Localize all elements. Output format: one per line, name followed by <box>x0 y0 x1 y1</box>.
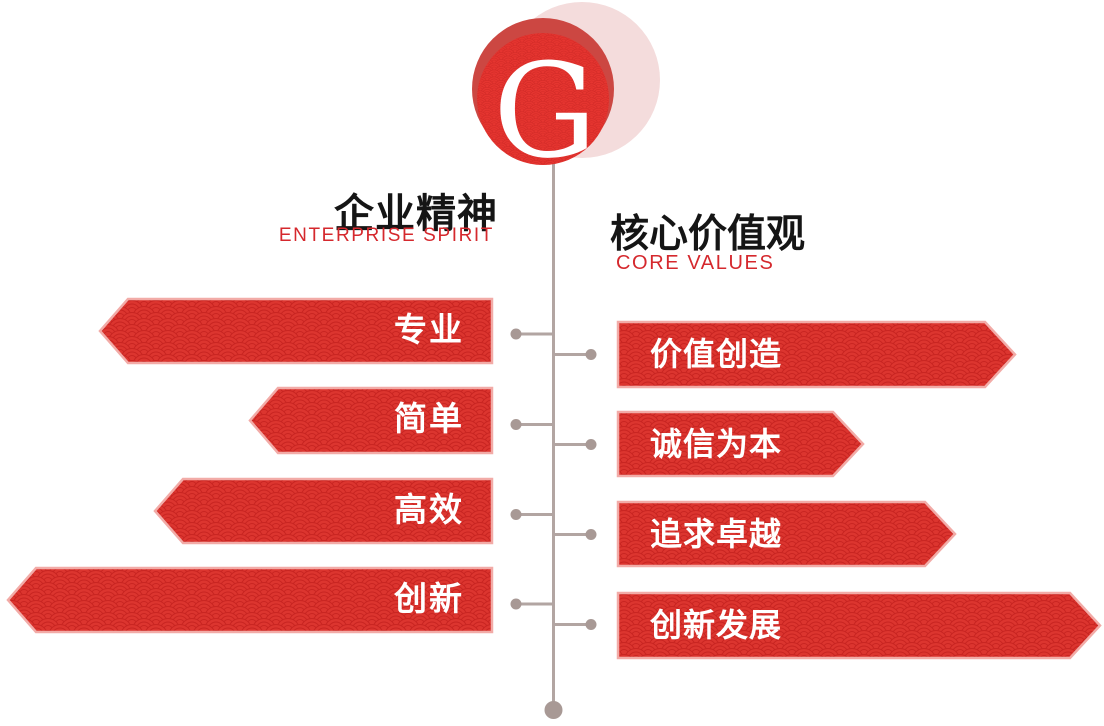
logo-main-circle <box>477 33 609 165</box>
spirit-item-label-2: 简单 <box>394 402 464 438</box>
spirit-item-label-3: 高效 <box>394 493 464 529</box>
right-connectors <box>552 353 591 626</box>
value-item-label-2: 诚信为本 <box>650 426 783 462</box>
values-banners <box>616 320 1102 660</box>
banner-value-1 <box>616 320 1017 389</box>
right-section-subtitle: CORE VALUES <box>616 252 775 274</box>
spirit-banners <box>6 297 494 634</box>
connector-dot-left-3 <box>510 509 522 520</box>
connector-dot-left-4 <box>510 598 522 610</box>
connector-dot-right-3 <box>585 529 597 540</box>
right-connector-dots <box>585 349 597 630</box>
banner-value-4 <box>616 591 1102 660</box>
left-section-subtitle: ENTERPRISE SPIRIT <box>278 225 494 246</box>
connector-dot-left-2 <box>510 419 522 430</box>
spirit-item-label-4: 创新 <box>394 582 464 618</box>
left-section-title: 企业精神 <box>334 191 498 236</box>
left-connector-dots <box>510 328 522 610</box>
banner-value-3 <box>616 500 957 568</box>
connector-dot-right-4 <box>585 619 597 630</box>
banner-spirit-1 <box>98 297 494 365</box>
banner-spirit-2 <box>248 386 494 455</box>
timeline-end-dot <box>544 701 563 719</box>
connector-dot-left-1 <box>510 328 522 340</box>
connector-dot-right-2 <box>585 439 597 450</box>
banner-spirit-3 <box>153 477 494 545</box>
banner-spirit-4 <box>6 566 494 634</box>
left-connectors <box>516 332 555 606</box>
right-section-title: 核心价值观 <box>610 213 806 256</box>
banner-value-2 <box>616 410 865 478</box>
spirit-item-label-1: 专业 <box>394 313 464 349</box>
value-item-label-1: 价值创造 <box>650 336 783 372</box>
logo-letter: G <box>493 35 597 187</box>
value-item-label-3: 追求卓越 <box>650 516 783 552</box>
connector-dot-right-1 <box>585 349 597 360</box>
value-item-label-4: 创新发展 <box>650 607 783 643</box>
